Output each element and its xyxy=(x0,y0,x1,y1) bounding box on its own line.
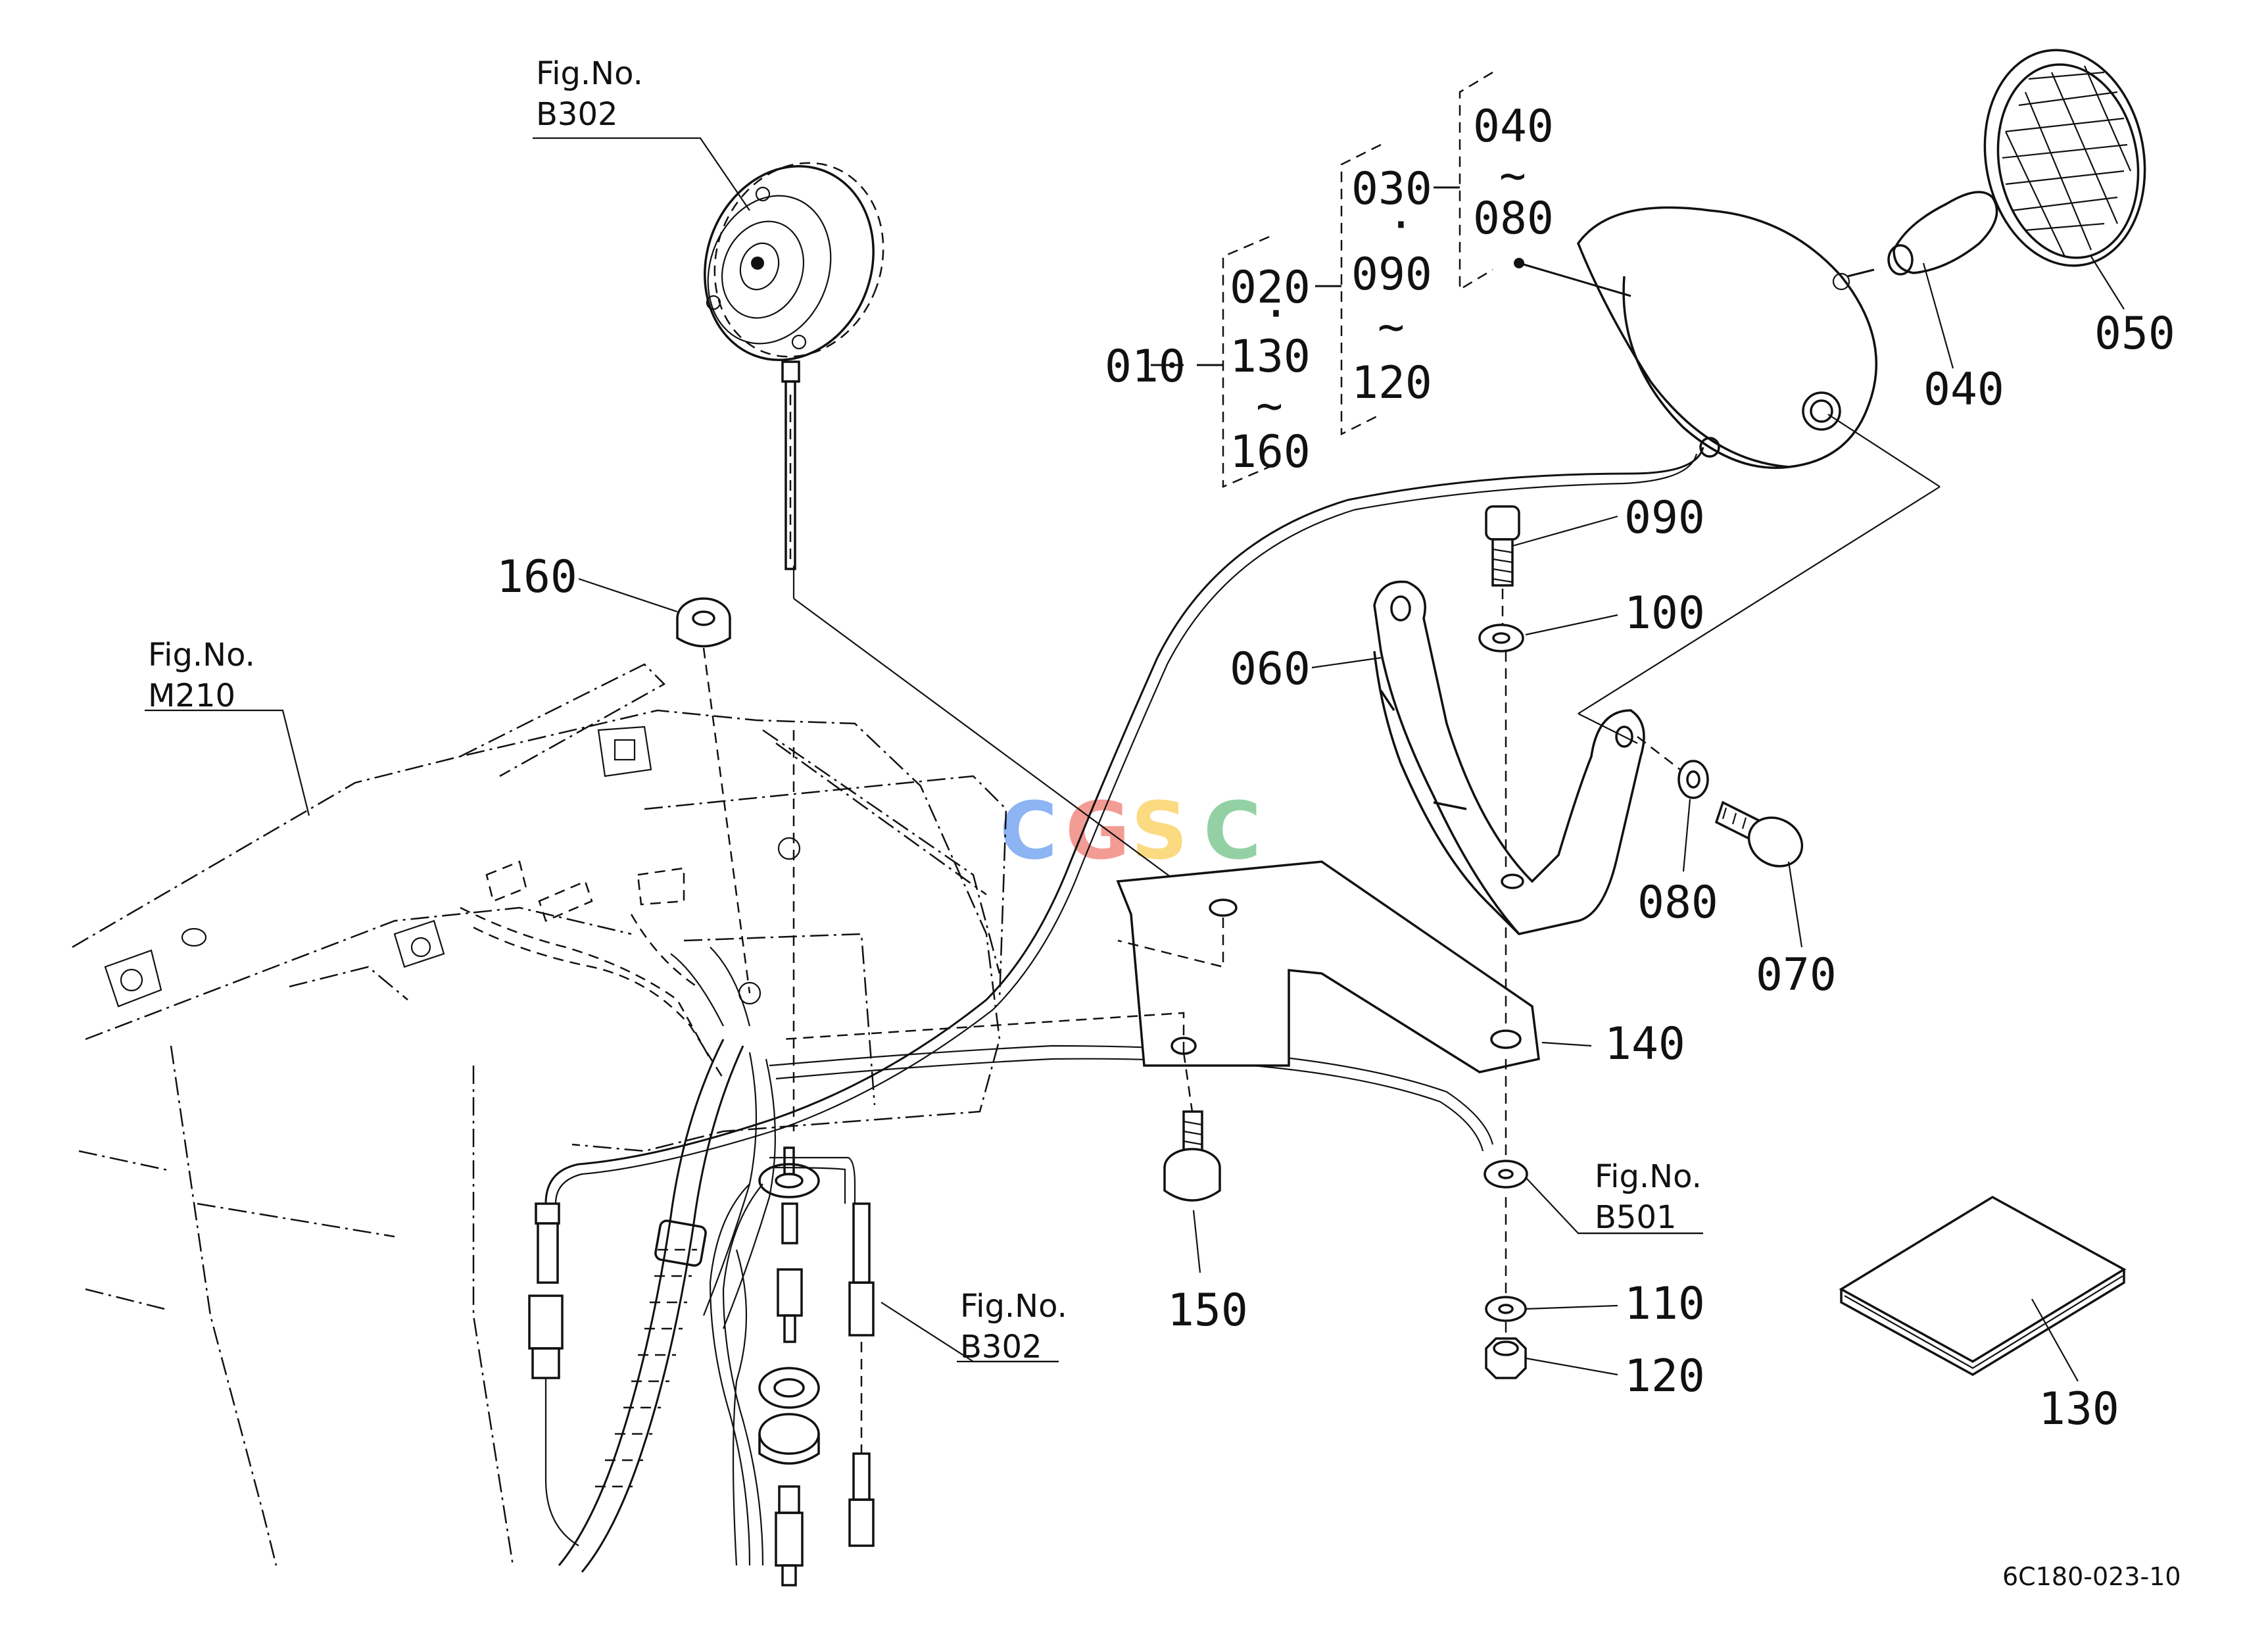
lamp-cable-inner xyxy=(554,453,1698,1204)
bolt-070 xyxy=(1714,800,1804,868)
lamp-bulb xyxy=(1887,191,1998,276)
lamp-connector xyxy=(528,1202,579,1546)
watermark-letter-c2: C xyxy=(1203,786,1261,877)
watermark: C G S C xyxy=(1000,786,1261,877)
fig-ref-b302-bottom-line2: B302 xyxy=(960,1329,1042,1365)
watermark-letter-g: G xyxy=(1065,786,1130,877)
label-group-040: 040 xyxy=(1473,101,1554,153)
fig-ref-b302-top-line2: B302 xyxy=(536,96,618,133)
washer-080 xyxy=(1677,760,1709,799)
label-group-120: 120 xyxy=(1351,357,1432,409)
label-part-100: 100 xyxy=(1624,587,1705,639)
fig-ref-b302-top-line1: Fig.No. xyxy=(536,55,643,92)
fig-ref-b302-bottom: Fig.No. B302 xyxy=(957,1288,1067,1365)
label-group-080: 080 xyxy=(1473,193,1554,245)
label-dot-020-130: · xyxy=(1263,288,1290,340)
leader-lines xyxy=(243,137,2125,1382)
bracket-plate-140 xyxy=(782,860,1540,1073)
fig-ref-b302-top: Fig.No. B302 xyxy=(533,55,658,139)
label-part-110: 110 xyxy=(1624,1278,1705,1330)
fig-ref-b501-line1: Fig.No. xyxy=(1595,1158,1702,1195)
nut-160 xyxy=(676,597,731,648)
bolt-150 xyxy=(1163,1110,1221,1202)
fig-ref-b302-bottom-line1: Fig.No. xyxy=(960,1288,1067,1325)
label-part-140: 140 xyxy=(1604,1018,1685,1070)
group-labels: 010 020 · 130 ~ 160 030 · 090 ~ 120 040 … xyxy=(1105,101,1554,478)
nut-120 xyxy=(1485,1337,1527,1379)
label-tilde-090-120: ~ xyxy=(1378,301,1405,353)
watermark-letter-c1: C xyxy=(1000,786,1057,877)
fig-ref-b501: Fig.No. B501 xyxy=(1578,1158,1703,1236)
leader-probe-bracket xyxy=(793,598,1204,902)
watermark-letter-s: S xyxy=(1131,786,1188,877)
fig-ref-m210-line1: Fig.No. xyxy=(148,637,255,674)
label-group-160: 160 xyxy=(1230,426,1311,478)
body-details xyxy=(104,725,801,1079)
label-dot-030-090: · xyxy=(1387,199,1414,251)
label-part-070: 070 xyxy=(1756,949,1837,1001)
label-part-050: 050 xyxy=(2094,308,2175,360)
label-group-030: 030 xyxy=(1351,163,1432,215)
part-labels: 040 050 090 100 060 160 080 070 140 150 … xyxy=(496,308,2175,1435)
label-group-130: 130 xyxy=(1230,331,1311,383)
tractor-body-outline xyxy=(72,663,1007,1566)
washer-110 xyxy=(1485,1296,1527,1322)
probe-sensor-top xyxy=(704,162,884,570)
axis-160 xyxy=(702,647,751,994)
drawing-code: 6C180-023-10 xyxy=(2002,1562,2181,1591)
lamp-cable xyxy=(544,447,1704,1204)
ground-terminal xyxy=(1484,1160,1528,1189)
leader-lamp-bracket xyxy=(1578,486,1941,714)
center-stack xyxy=(758,730,820,1586)
leader-lamp-mount xyxy=(1827,414,1941,487)
label-part-150: 150 xyxy=(1167,1285,1248,1337)
washer-100 xyxy=(1478,624,1524,652)
label-part-130: 130 xyxy=(2039,1383,2119,1435)
axis-bracket-080 xyxy=(1637,736,1681,770)
work-lamp-housing xyxy=(1577,206,1878,469)
label-part-040: 040 xyxy=(1923,364,2004,416)
group-brackets xyxy=(1151,71,1631,488)
label-tilde-130-160: ~ xyxy=(1256,380,1283,432)
fig-ref-b501-line2: B501 xyxy=(1595,1199,1677,1236)
bolt-090 xyxy=(1485,505,1520,587)
fig-ref-m210-line2: M210 xyxy=(148,677,235,714)
label-group-090: 090 xyxy=(1351,249,1432,301)
label-group-010: 010 xyxy=(1105,341,1186,393)
connector-b302-bottom xyxy=(848,1202,875,1547)
label-part-080: 080 xyxy=(1637,877,1718,929)
manual-130 xyxy=(1839,1195,2127,1377)
axis-plate-150 xyxy=(1182,1052,1194,1112)
lamp-lens xyxy=(1983,49,2146,267)
label-part-060: 060 xyxy=(1230,643,1311,695)
label-tilde-040-080: ~ xyxy=(1499,150,1526,202)
leader-lamp-bracket-b xyxy=(1578,713,1638,744)
label-group-020: 020 xyxy=(1230,262,1311,314)
label-part-090: 090 xyxy=(1624,492,1705,544)
label-part-160: 160 xyxy=(496,551,577,603)
fig-ref-m210: Fig.No. M210 xyxy=(145,637,255,714)
bracket-060 xyxy=(1373,580,1645,935)
label-part-120: 120 xyxy=(1624,1350,1705,1402)
